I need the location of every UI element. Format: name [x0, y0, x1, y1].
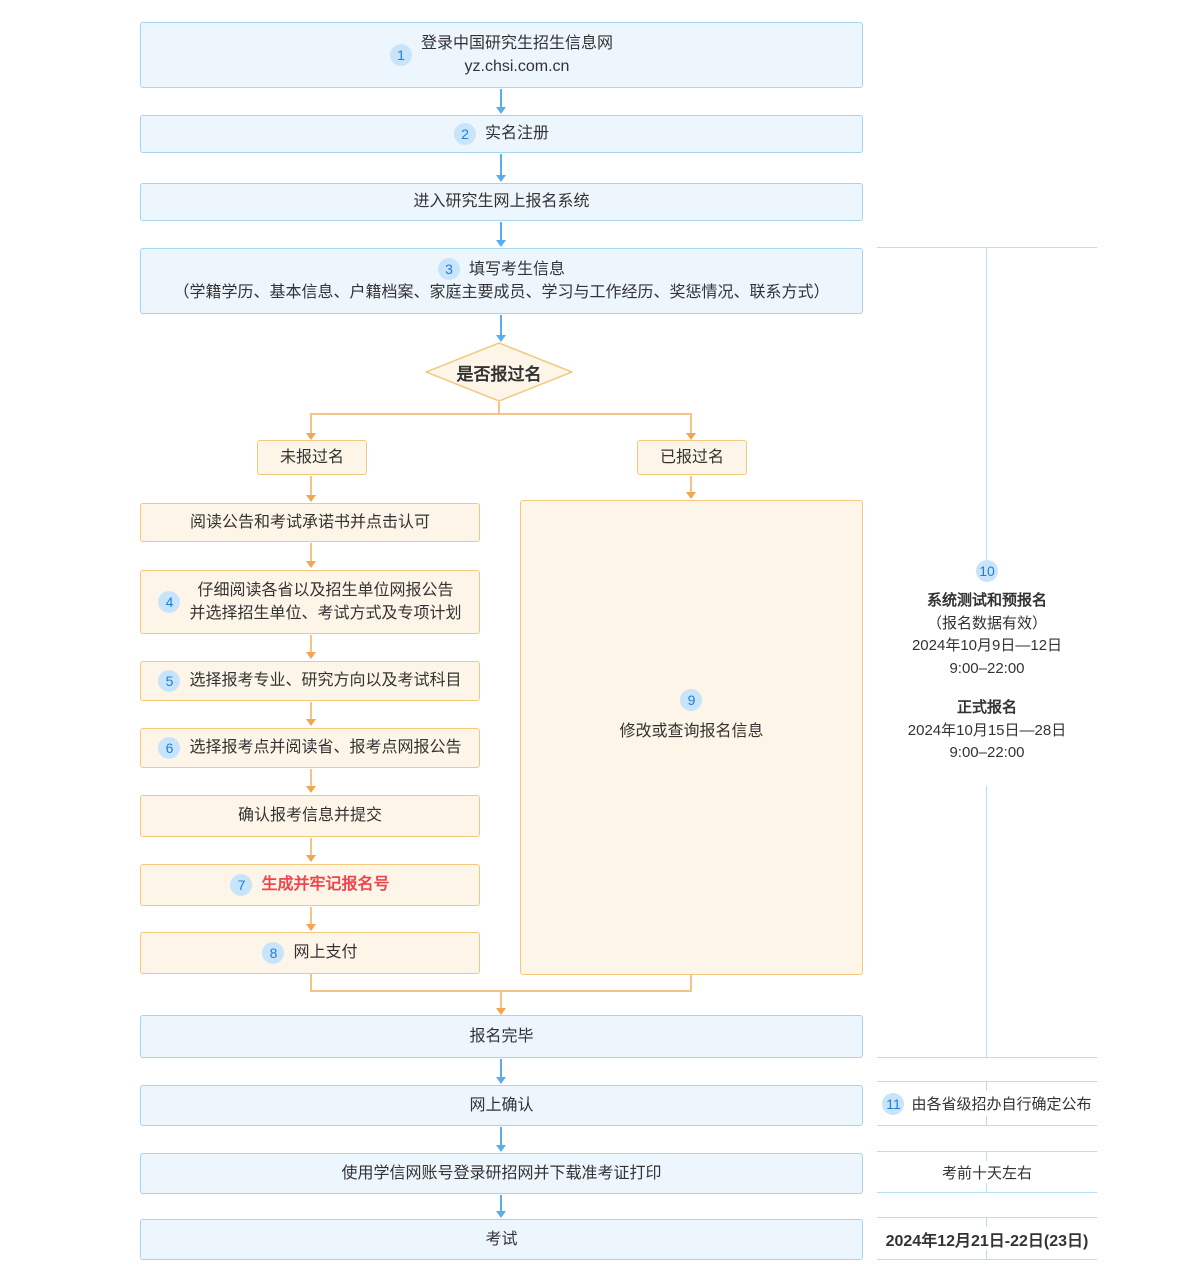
left-step-line1: 仔细阅读各省以及招生单位网报公告 — [197, 581, 454, 599]
side10-time2: 9:00–22:00 — [949, 744, 1025, 761]
step-badge-2: 2 — [453, 123, 476, 145]
right-step-label: 修改或查询报名信息 — [619, 723, 764, 741]
step-badge-9: 9 — [680, 689, 703, 712]
side10-title: 系统测试和预报名 — [926, 592, 1047, 609]
left-step-label: 阅读公告和考试承诺书并点击认可 — [189, 513, 430, 531]
branch-no-text: 未报过名 — [279, 448, 344, 466]
side-tick — [986, 1218, 987, 1227]
branch-label-no: 未报过名 — [257, 440, 367, 475]
exam-label: 考试 — [485, 1230, 518, 1248]
side10-date1: 2024年10月9日—12日 — [911, 637, 1063, 654]
step-box-register: 2 实名注册 — [140, 115, 863, 153]
side10-date2: 2024年10月15日—28日 — [907, 721, 1067, 739]
step-box-exam: 考试 — [140, 1219, 863, 1260]
left-step-label: 确认报考信息并提交 — [237, 807, 382, 825]
step-register-label: 实名注册 — [484, 125, 549, 143]
side-line — [986, 247, 987, 560]
branch-label-yes: 已报过名 — [637, 440, 747, 475]
side-tick — [986, 1183, 987, 1192]
step-enter-system-label: 进入研究生网上报名系统 — [413, 193, 590, 211]
registration-done-label: 报名完毕 — [469, 1027, 534, 1045]
connector-line — [498, 402, 500, 414]
left-step-confirm-submit: 确认报考信息并提交 — [140, 795, 480, 837]
step-badge-10: 10 — [976, 560, 998, 582]
step-badge-5: 5 — [158, 670, 181, 692]
connector-line — [310, 990, 692, 992]
step-box-fill-info: 3 填写考生信息 （学籍学历、基本信息、户籍档案、家庭主要成员、学习与工作经历、… — [140, 248, 863, 314]
left-step-choose-major: 5 选择报考专业、研究方向以及考试科目 — [140, 661, 480, 701]
side-tick — [986, 1152, 987, 1161]
connector-line — [690, 975, 692, 991]
step-badge-6: 6 — [158, 737, 181, 759]
step-login-text: 登录中国研究生招生信息网 yz.chsi.com.cn — [421, 32, 613, 78]
side-exam-date-label: 2024年12月21日-22日(23日) — [885, 1232, 1089, 1250]
left-step-remember-number: 7 生成并牢记报名号 — [140, 864, 480, 906]
side-confirm-note-label: 考前十天左右 — [941, 1164, 1032, 1182]
step-badge-3: 3 — [437, 258, 460, 281]
side10-time1: 9:00–22:00 — [949, 659, 1025, 677]
side-step-10: 10 系统测试和预报名 （报名数据有效） 2024年10月9日—12日 9:00… — [877, 560, 1097, 765]
left-step-pay-online: 8 网上支付 — [140, 932, 480, 974]
side-line — [986, 786, 987, 1057]
side11-label: 由各省级招办自行确定公布 — [911, 1096, 1092, 1113]
step-fill-info-title: 填写考生信息 — [468, 260, 565, 278]
step-fill-info-detail: （学籍学历、基本信息、户籍档案、家庭主要成员、学习与工作经历、奖惩情况、联系方式… — [173, 284, 830, 301]
step-box-online-confirm: 网上确认 — [140, 1085, 863, 1126]
left-step-label: 选择报考点并阅读省、报考点网报公告 — [189, 739, 462, 757]
step-badge-4: 4 — [158, 591, 181, 613]
side-line — [877, 247, 1097, 248]
side10-title2: 正式报名 — [956, 699, 1017, 716]
left-step-choose-site: 6 选择报考点并阅读省、报考点网报公告 — [140, 728, 480, 768]
side-exam-date: 2024年12月21日-22日(23日) — [877, 1217, 1097, 1260]
step-badge-7: 7 — [230, 874, 253, 896]
step-login-title: 登录中国研究生招生信息网 — [420, 34, 613, 52]
side10-subtitle: （报名数据有效） — [926, 614, 1047, 632]
step-login-url: yz.chsi.com.cn — [464, 58, 570, 75]
step-box-print-ticket: 使用学信网账号登录研招网并下载准考证打印 — [140, 1153, 863, 1194]
step-badge-1: 1 — [389, 44, 412, 66]
left-step-label: 选择报考专业、研究方向以及考试科目 — [189, 672, 462, 690]
diamond-shape — [423, 342, 575, 402]
side-line — [877, 1057, 1097, 1058]
step-box-registration-done: 报名完毕 — [140, 1015, 863, 1058]
step-box-login: 1 登录中国研究生招生信息网 yz.chsi.com.cn — [140, 22, 863, 88]
step-badge-11: 11 — [882, 1092, 905, 1115]
side-tick — [986, 1116, 987, 1125]
decision-diamond: 是否报过名 — [423, 342, 575, 402]
left-step-read-notice: 阅读公告和考试承诺书并点击认可 — [140, 503, 480, 542]
decision-label: 是否报过名 — [456, 364, 542, 384]
print-ticket-label: 使用学信网账号登录研招网并下载准考证打印 — [341, 1164, 662, 1182]
left-step-label: 网上支付 — [293, 944, 358, 962]
branch-yes-text: 已报过名 — [659, 448, 724, 466]
connector-line — [310, 413, 692, 415]
step-box-enter-system: 进入研究生网上报名系统 — [140, 183, 863, 221]
connector-line — [310, 974, 312, 991]
step-login-content: 1 登录中国研究生招生信息网 yz.chsi.com.cn — [389, 32, 613, 78]
side-tick — [986, 1082, 987, 1091]
right-step-modify-query: 9 修改或查询报名信息 — [520, 500, 863, 975]
left-step-read-announcements: 4 仔细阅读各省以及招生单位网报公告 并选择招生单位、考试方式及专项计划 — [140, 570, 480, 634]
side-tick — [986, 1250, 987, 1259]
online-confirm-label: 网上确认 — [469, 1096, 534, 1114]
side-step-11: 11 由各省级招办自行确定公布 — [877, 1081, 1097, 1126]
side-note-confirm: 考前十天左右 — [877, 1151, 1097, 1193]
left-step-line2: 并选择招生单位、考试方式及专项计划 — [189, 605, 462, 622]
left-step-label-highlight: 生成并牢记报名号 — [261, 876, 390, 894]
step-badge-8: 8 — [262, 942, 285, 964]
